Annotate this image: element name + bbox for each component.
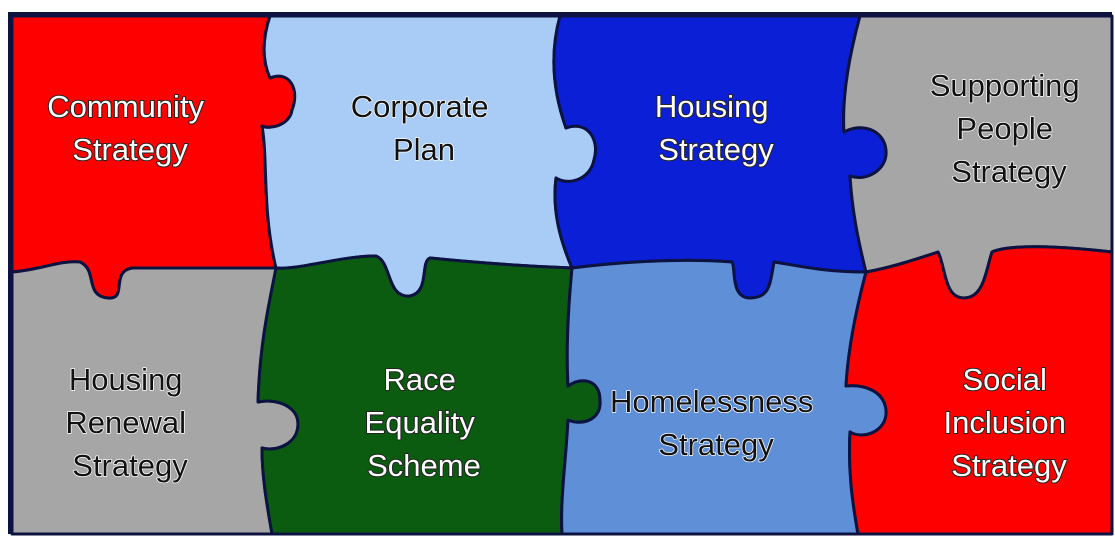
label-line: Strategy [72,448,188,483]
corporate-plan-label: Corporate Plan [351,89,497,167]
label-line: Corporate [351,89,489,124]
label-line: Homelessness [610,384,813,419]
label-line: Strategy [658,427,774,462]
label-line: Strategy [951,448,1067,483]
social-inclusion-strategy-label: Social Inclusion Strategy [944,362,1075,483]
community-strategy-label: Community Strategy [47,89,212,167]
label-line: Strategy [72,132,188,167]
piece-housing-renewal [10,260,300,536]
label-line: Race [384,362,456,397]
label-line: Housing [69,362,183,397]
housing-renewal-strategy-label: Housing Renewal Strategy [65,362,194,483]
label-line: Housing [655,89,769,124]
race-equality-scheme-label: Race Equality Scheme [365,362,484,483]
label-line: Supporting [930,68,1080,103]
label-line: Inclusion [944,405,1066,440]
supporting-people-strategy-label: Supporting People Strategy [930,68,1089,189]
homelessness-strategy-label: Homelessness Strategy [610,384,822,462]
label-line: Equality [365,405,476,440]
label-line: Renewal [65,405,186,440]
label-line: Social [962,362,1046,397]
label-line: Community [47,89,204,124]
label-line: Strategy [658,132,774,167]
label-line: People [956,111,1053,146]
housing-strategy-label: Housing Strategy [655,89,777,167]
label-line: Strategy [951,154,1067,189]
label-line: Scheme [367,448,481,483]
label-line: Plan [393,132,455,167]
piece-social-inclusion [844,245,1114,536]
